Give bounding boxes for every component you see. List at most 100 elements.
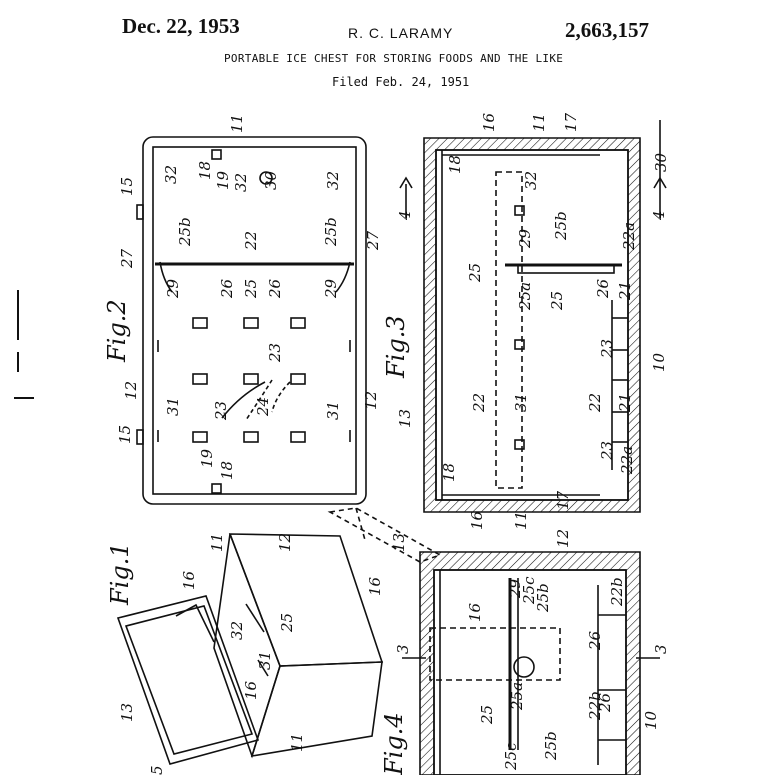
ref-24: 24 bbox=[254, 397, 272, 417]
ref-26: 26 bbox=[596, 692, 614, 713]
ref-18: 18 bbox=[440, 463, 458, 482]
ref-18: 18 bbox=[446, 155, 464, 174]
ref-16: 16 bbox=[480, 112, 498, 132]
ref-25c: 25c bbox=[502, 742, 520, 771]
ref-13: 13 bbox=[118, 703, 136, 722]
ref-21: 21 bbox=[616, 393, 634, 413]
ref-32: 32 bbox=[162, 165, 180, 184]
ref-26: 26 bbox=[586, 630, 604, 651]
ref-25a: 25a bbox=[508, 682, 526, 711]
figure-4-drawing bbox=[327, 507, 660, 775]
ref-31: 31 bbox=[324, 401, 342, 420]
ref-3: 3 bbox=[394, 644, 412, 654]
figure-2-drawing bbox=[136, 136, 367, 505]
ref-19: 19 bbox=[214, 170, 232, 190]
ref-32: 32 bbox=[522, 171, 540, 190]
ref-31: 31 bbox=[256, 651, 274, 670]
ref-22: 22 bbox=[470, 393, 488, 413]
ref-16: 16 bbox=[242, 680, 260, 700]
figure-2-label: Fig.2 bbox=[103, 299, 131, 363]
ref-11: 11 bbox=[512, 511, 530, 530]
ref-18: 18 bbox=[196, 161, 214, 180]
patent-date: Dec. 22, 1953 bbox=[122, 14, 240, 38]
figure-3-reference-numerals: 16 11 17 30 4 4 18 32 25b 29 22a 25 25a … bbox=[396, 112, 670, 530]
ref-30: 30 bbox=[652, 152, 670, 172]
ref-23: 23 bbox=[266, 343, 284, 363]
ref-25b: 25b bbox=[552, 211, 570, 241]
margin-marks bbox=[14, 290, 34, 399]
ref-26: 26 bbox=[218, 278, 236, 299]
figure-3-drawing bbox=[399, 120, 667, 513]
ref-32: 32 bbox=[324, 171, 342, 190]
ref-5: 5 bbox=[148, 765, 166, 775]
ref-25: 25 bbox=[242, 279, 260, 299]
ref-25b: 25b bbox=[542, 731, 560, 761]
ref-25b: 25b bbox=[322, 217, 340, 247]
patent-number: 2,663,157 bbox=[565, 18, 649, 42]
figure-1-label: Fig.1 bbox=[106, 542, 134, 606]
figure-2-reference-numerals: 11 15 32 18 19 32 30 32 25b 22 25b 27 27… bbox=[116, 114, 382, 480]
ref-13: 13 bbox=[390, 533, 408, 552]
ref-15: 15 bbox=[118, 177, 136, 196]
ref-23: 23 bbox=[598, 441, 616, 461]
figure-1-reference-numerals: 11 12 16 32 25 16 31 13 11 5 bbox=[118, 533, 306, 775]
inventor-name: R. C. LARAMY bbox=[348, 25, 454, 41]
ref-27: 27 bbox=[118, 248, 136, 269]
ref-11: 11 bbox=[228, 114, 246, 133]
patent-title: PORTABLE ICE CHEST FOR STORING FOODS AND… bbox=[224, 52, 564, 65]
ref-16: 16 bbox=[180, 570, 198, 590]
ref-16: 16 bbox=[366, 576, 384, 596]
ref-25c: 25c bbox=[520, 576, 538, 605]
ref-15: 15 bbox=[116, 425, 134, 444]
ref-26: 26 bbox=[594, 278, 612, 299]
figure-3-label: Fig.3 bbox=[382, 315, 410, 379]
ref-31: 31 bbox=[164, 397, 182, 416]
ref-29: 29 bbox=[506, 578, 524, 599]
figure-4-reference-numerals: 13 16 12 29 25c 25b 22b 16 3 26 3 26 22b… bbox=[366, 529, 670, 771]
ref-26: 26 bbox=[266, 278, 284, 299]
filing-date: Filed Feb. 24, 1951 bbox=[332, 75, 470, 89]
ref-18: 18 bbox=[218, 461, 236, 480]
ref-17: 17 bbox=[562, 112, 580, 132]
ref-30: 30 bbox=[262, 170, 280, 190]
ref-19: 19 bbox=[198, 448, 216, 468]
ref-22a: 22a bbox=[618, 446, 636, 475]
ref-25b: 25b bbox=[176, 217, 194, 247]
ref-10: 10 bbox=[642, 710, 660, 730]
ref-22b: 22b bbox=[586, 691, 604, 721]
ref-12: 12 bbox=[554, 529, 572, 548]
ref-29: 29 bbox=[164, 278, 182, 299]
ref-13: 13 bbox=[396, 409, 414, 428]
ref-23: 23 bbox=[212, 401, 230, 421]
ref-25: 25 bbox=[466, 263, 484, 283]
ref-25: 25 bbox=[548, 291, 566, 311]
ref-10: 10 bbox=[650, 352, 668, 372]
ref-12: 12 bbox=[362, 391, 380, 410]
ref-25: 25 bbox=[478, 705, 496, 725]
ref-4: 4 bbox=[650, 210, 668, 221]
ref-32: 32 bbox=[232, 173, 250, 192]
ref-4: 4 bbox=[396, 210, 414, 221]
ref-32: 32 bbox=[228, 621, 246, 640]
ref-25b: 25b bbox=[534, 583, 552, 613]
ref-17: 17 bbox=[554, 490, 572, 510]
ref-12: 12 bbox=[276, 533, 294, 552]
ref-27: 27 bbox=[364, 230, 382, 251]
ref-11: 11 bbox=[530, 113, 548, 132]
ref-25a: 25a bbox=[516, 282, 534, 311]
ref-3: 3 bbox=[652, 644, 670, 654]
figure-1-drawing bbox=[116, 533, 384, 765]
figure-4-label: Fig.4 bbox=[380, 712, 408, 775]
ref-11: 11 bbox=[288, 733, 306, 752]
ref-29: 29 bbox=[516, 228, 534, 249]
ref-16: 16 bbox=[466, 602, 484, 622]
ref-22: 22 bbox=[242, 231, 260, 251]
ref-16: 16 bbox=[468, 510, 486, 530]
ref-11: 11 bbox=[208, 533, 226, 552]
ref-12: 12 bbox=[122, 381, 140, 400]
ref-31: 31 bbox=[512, 393, 530, 412]
ref-23: 23 bbox=[598, 339, 616, 359]
ref-21: 21 bbox=[616, 281, 634, 301]
ref-25: 25 bbox=[278, 613, 296, 633]
